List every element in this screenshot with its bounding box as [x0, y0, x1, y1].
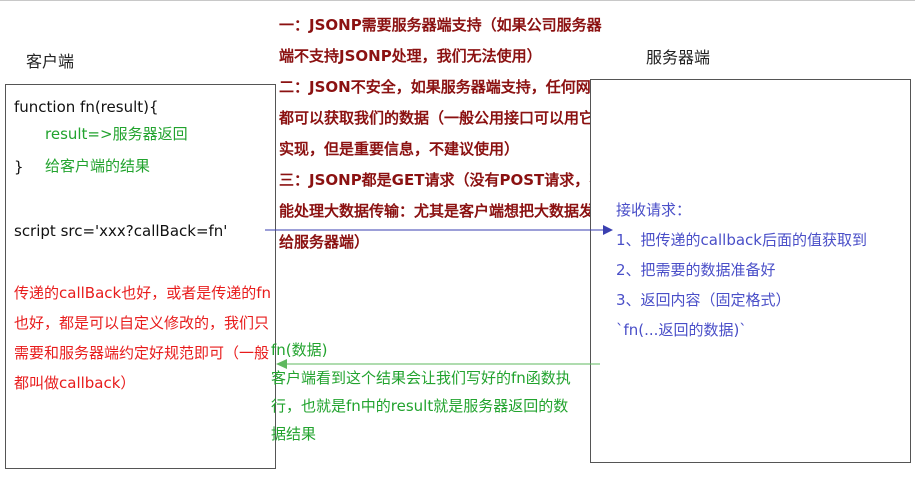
client-title: 客户端 — [26, 52, 75, 71]
note-3: 三：JSONP都是GET请求（没有POST请求，不能处理大数据传输：尤其是客户端… — [279, 171, 610, 251]
response-label: fn(数据) — [271, 341, 328, 359]
result-comment-cont: 给客户端的结果 — [45, 157, 151, 175]
server-step-4: `fn(...返回的数据)` — [616, 321, 747, 339]
server-box — [590, 79, 911, 463]
server-step-1: 1、把传递的callback后面的值获取到 — [616, 231, 867, 249]
jsonp-notes: 一：JSONP需要服务器端支持（如果公司服务器端不支持JSONP处理，我们无法使… — [279, 10, 609, 258]
server-step-2: 2、把需要的数据准备好 — [616, 261, 776, 279]
note-2: 二：JSON不安全，如果服务器端支持，任何网站都可以获取我们的数据（一般公用接口… — [279, 78, 610, 158]
closing-brace: } — [14, 158, 24, 176]
script-tag-code: script src='xxx?callBack=fn' — [14, 222, 228, 240]
server-title: 服务器端 — [646, 48, 711, 67]
client-box — [5, 84, 276, 469]
callback-naming-note: 传递的callBack也好，或者是传递的fn也好，都是可以自定义修改的，我们只需… — [14, 284, 271, 392]
server-step-3: 3、返回内容（固定格式） — [616, 291, 791, 309]
server-step-0: 接收请求： — [616, 201, 692, 219]
note-1: 一：JSONP需要服务器端支持（如果公司服务器端不支持JSONP处理，我们无法使… — [279, 16, 602, 65]
response-description: 客户端看到这个结果会让我们写好的fn函数执行，也就是fn中的result就是服务… — [271, 369, 571, 443]
top-divider — [0, 0, 915, 1]
function-declaration: function fn(result){ — [14, 98, 159, 116]
result-comment: result=>服务器返回 — [45, 125, 188, 143]
server-steps: 接收请求： 1、把传递的callback后面的值获取到 2、把需要的数据准备好 … — [616, 195, 896, 345]
